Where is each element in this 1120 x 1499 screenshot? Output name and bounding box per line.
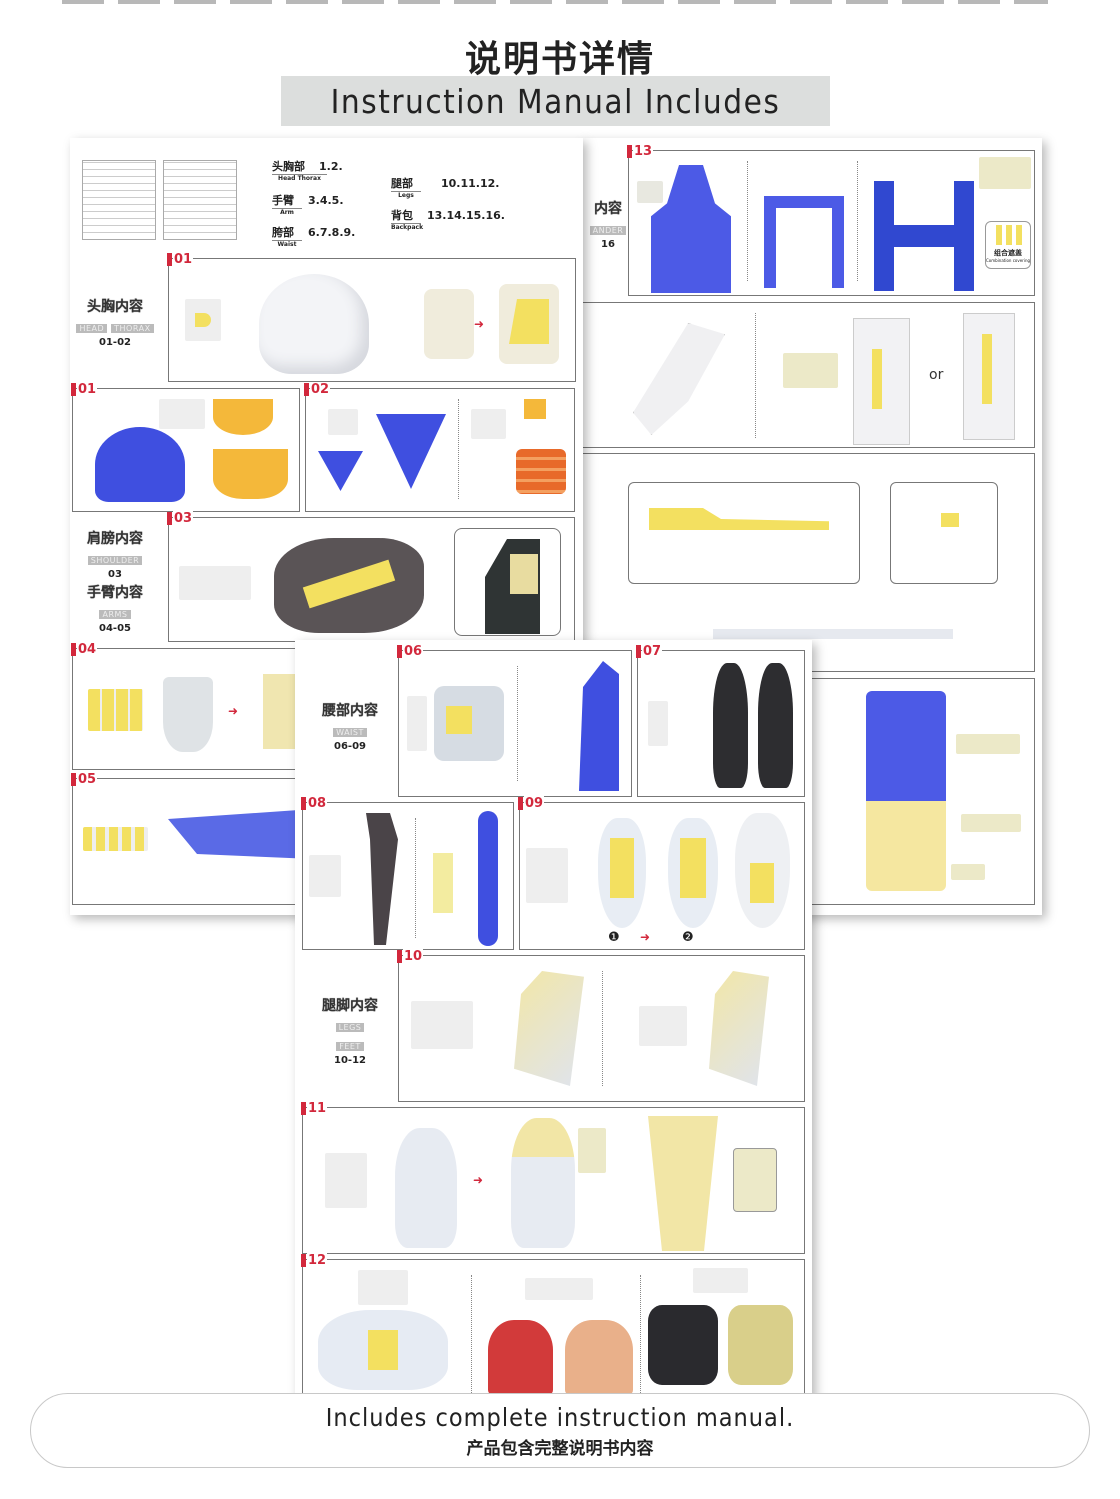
part-vents-orange — [516, 449, 566, 494]
section-label-backpack: 内容 ANDER 16 — [560, 198, 656, 250]
arrow-icon: ➜ — [474, 317, 485, 331]
part-sword-gray — [366, 813, 398, 945]
page-title-cn: 说明书详情 — [464, 39, 655, 80]
detail-callout — [454, 528, 561, 636]
combination-covering-callout: 组合遮盖 Combination covering — [985, 221, 1031, 269]
part-wing-white — [633, 323, 725, 435]
part-chest-yellow — [213, 399, 273, 435]
step-panel-05: 05 — [71, 772, 313, 905]
part-rail-blue — [478, 811, 498, 946]
mask-sheet — [783, 353, 838, 388]
part-leg-white — [395, 1128, 457, 1248]
section-label-waist: 腰部内容 WAIST 06-09 — [322, 703, 378, 752]
step-panel-09: 09 ❶ ➜ ❷ — [518, 796, 805, 950]
dashed-divider — [62, 0, 1048, 4]
part-arm-blue — [168, 809, 313, 859]
step-panel-07: 07 — [636, 644, 805, 797]
part-backpack-assembled — [866, 691, 946, 891]
step-panel-16 — [810, 678, 1035, 905]
footer-text-en: Includes complete instruction manual. — [325, 1403, 795, 1432]
arrow-icon: ➜ — [640, 930, 651, 944]
order-marker-2: ❷ — [682, 930, 694, 945]
footer-banner: Includes complete instruction manual. 产品… — [30, 1393, 1090, 1468]
arrow-icon: ➜ — [473, 1173, 484, 1187]
mask-sheet — [637, 181, 663, 203]
part-backpack-body — [651, 165, 731, 293]
part-blade — [649, 508, 829, 530]
detail-callout — [890, 482, 998, 584]
part-wing-masked-alt — [963, 313, 1015, 440]
part-v-fin — [318, 451, 363, 491]
step-panel-15 — [582, 453, 1035, 672]
part-forearm — [163, 677, 213, 752]
step-panel-14: or — [582, 302, 1035, 448]
part-shoulder-gray — [274, 538, 424, 633]
part-skirt-black — [713, 663, 748, 788]
part-foot-white — [318, 1310, 448, 1390]
step-panel-08: 08 — [301, 796, 514, 950]
manual-page-waist-legs: 腰部内容 WAIST 06-09 06 07 08 09 ❶ ➜ ❷ 腿脚内容 … — [295, 640, 812, 1400]
mask-sheet-thumbnail — [163, 160, 237, 240]
part-backpack-frame — [764, 196, 844, 288]
part-ankle-black — [648, 1305, 718, 1385]
section-label-legs: 腿脚内容 LEGS FEET 10-12 — [322, 998, 378, 1066]
step-panel-12: 12 — [301, 1253, 805, 1400]
page-title-en: Instruction Manual Includes — [281, 76, 830, 126]
part-foot-red — [488, 1320, 553, 1395]
detail-callout — [628, 482, 860, 584]
order-marker-1: ❶ — [608, 930, 620, 945]
step-panel-04: 04 ➜ — [71, 642, 312, 770]
part-waist-gray — [434, 686, 504, 761]
part-skirt-blue — [579, 661, 619, 791]
step-panel-03: 03 — [167, 511, 575, 642]
mask-sheet — [979, 157, 1031, 189]
step-panel-head-01: 01 ➜ — [167, 252, 576, 382]
step-panel-02: 02 — [304, 382, 575, 512]
part-crotch-white — [598, 818, 646, 928]
part-wing-masked — [853, 318, 910, 445]
arrow-icon: ➜ — [228, 704, 239, 718]
part-chest-blue — [95, 427, 185, 502]
runner-sheet-thumbnail — [82, 160, 156, 240]
step-number: 13 — [627, 144, 654, 159]
footer-text-cn: 产品包含完整说明书内容 — [466, 1439, 654, 1459]
step-panel-11: 11 ➜ — [301, 1101, 805, 1254]
step-panel-13: 13 组合遮盖 Combination covering — [627, 144, 1035, 296]
section-label-arms: 手臂内容 ARMS 04-05 — [87, 585, 143, 634]
part-head-white — [259, 274, 369, 374]
step-panel-06: 06 — [397, 644, 632, 797]
part-backpack-thrusters — [874, 181, 974, 291]
step-panel-10: 10 — [397, 949, 805, 1102]
part-knee-white — [514, 971, 584, 1086]
step-panel-01: 01 — [71, 382, 300, 512]
part-blade-full — [713, 629, 953, 639]
section-label-shoulder: 肩膀内容 SHOULDER 03 — [87, 531, 143, 580]
